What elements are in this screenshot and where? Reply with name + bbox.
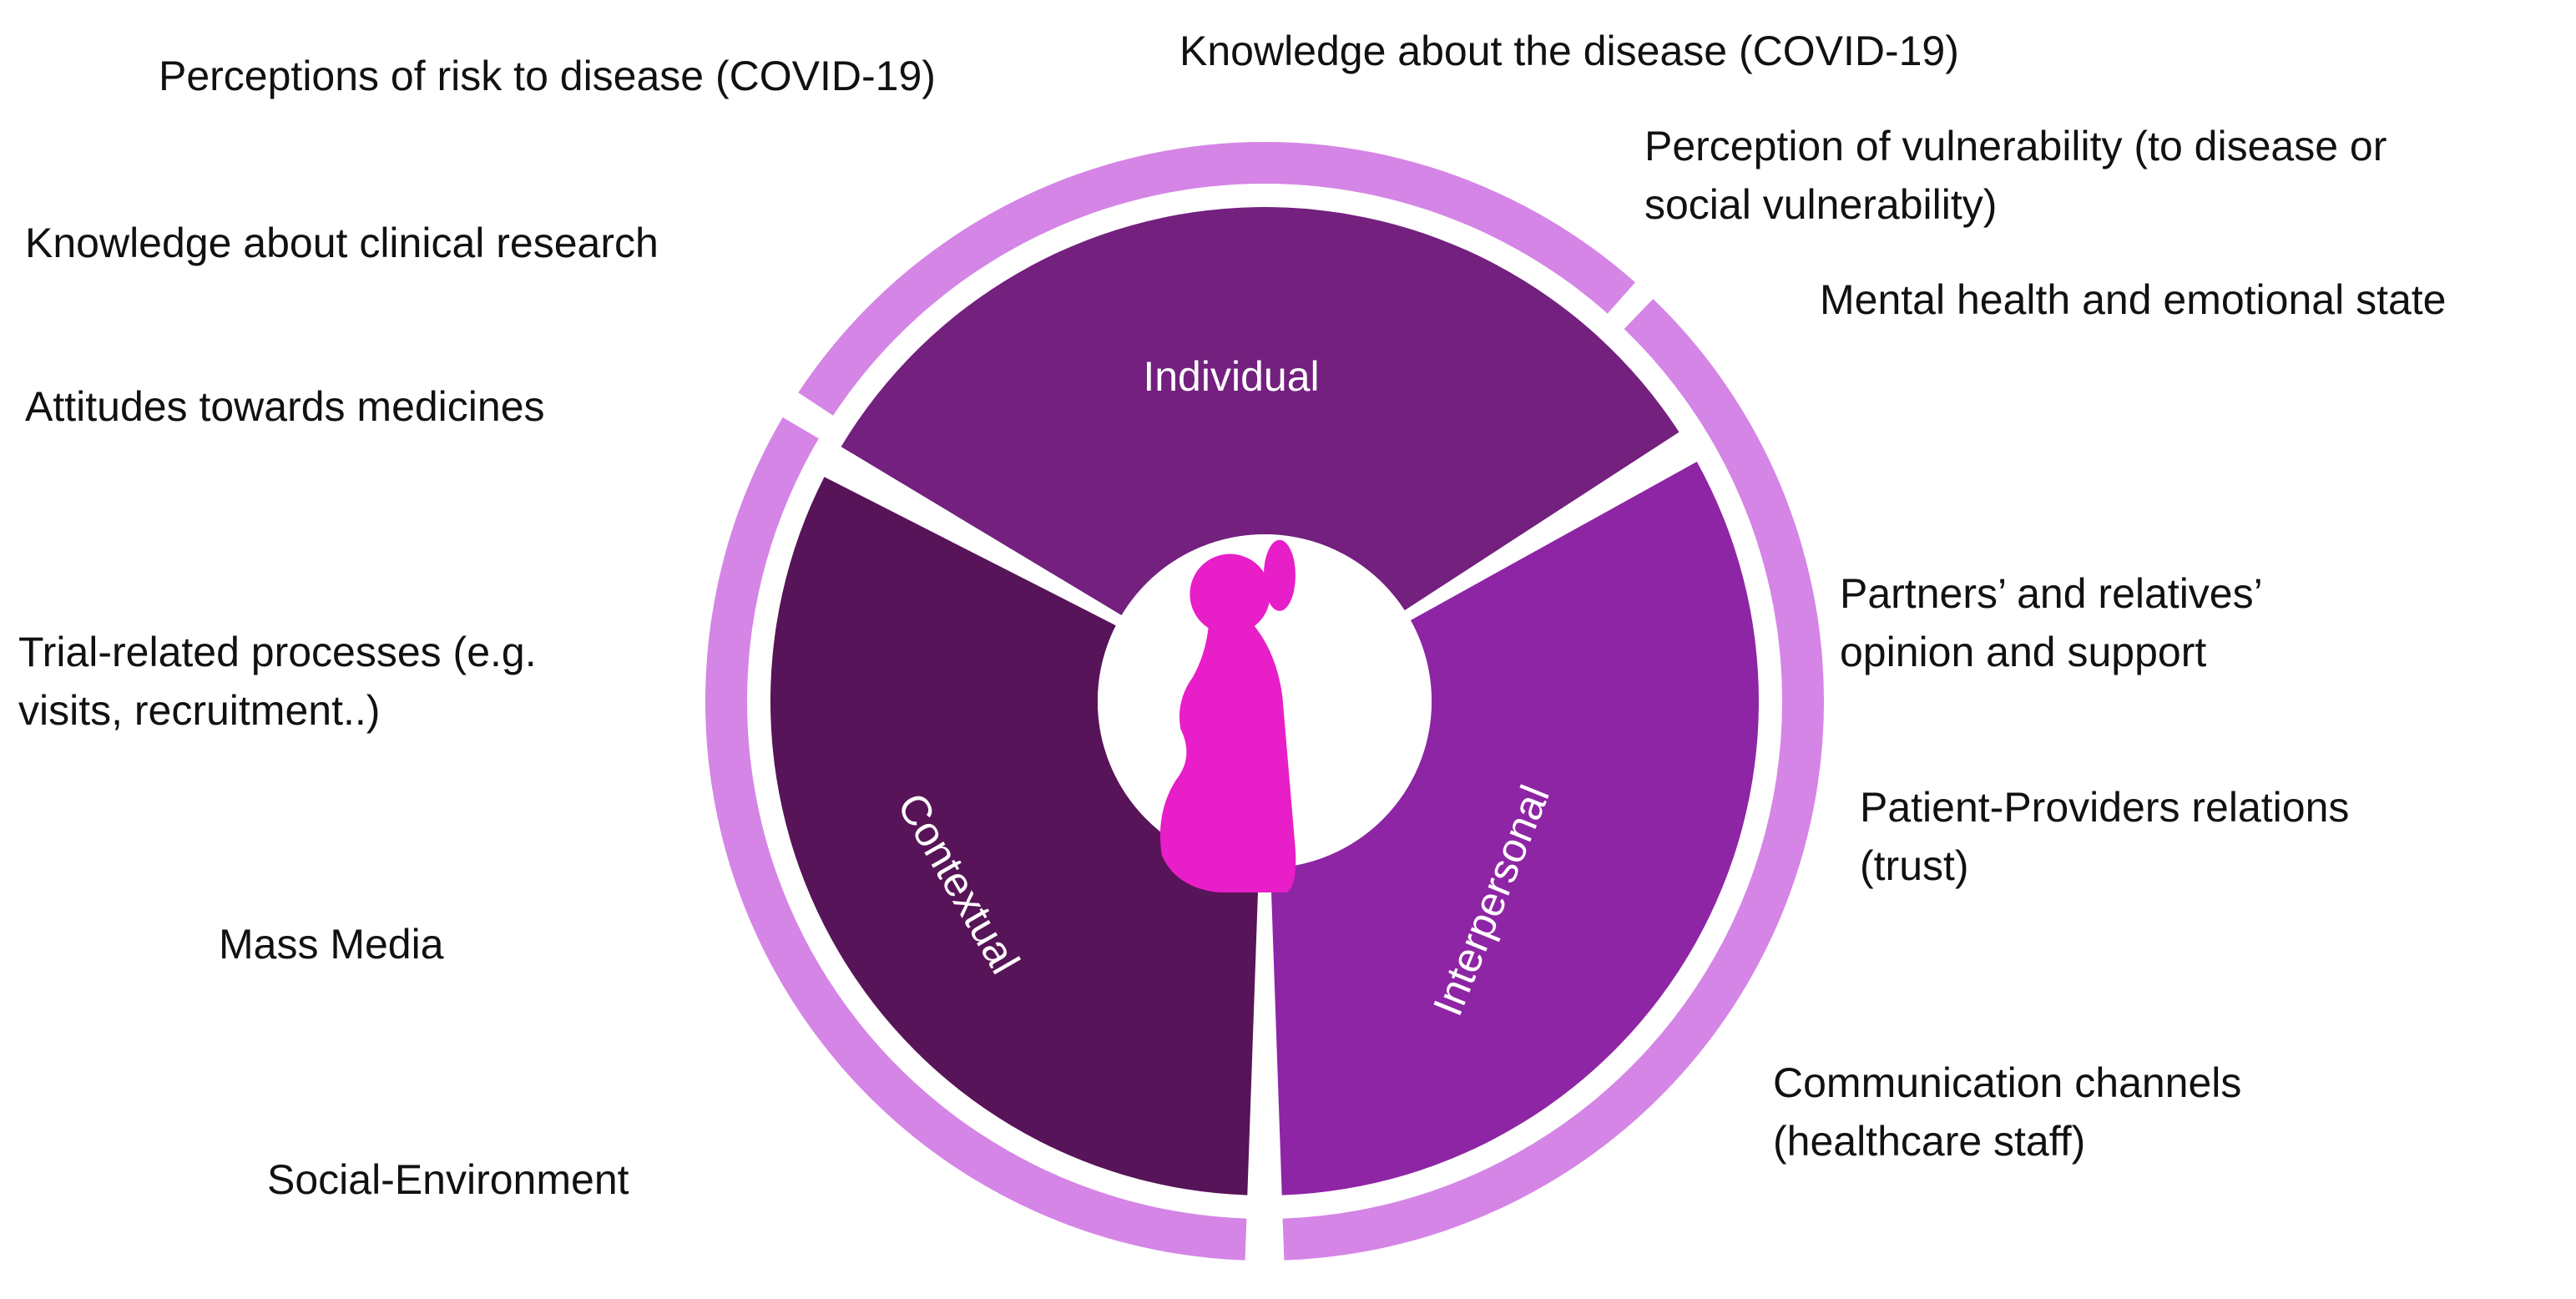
outer-ring bbox=[705, 141, 1825, 1261]
figure-body bbox=[1159, 625, 1296, 892]
factor-line: Knowledge about clinical research bbox=[25, 220, 659, 266]
factor-line: Perceptions of risk to disease (COVID-19… bbox=[159, 53, 936, 99]
factor-line: Social-Environment bbox=[267, 1156, 629, 1203]
factor-patient-providers-relations: Patient-Providers relations (trust) bbox=[1860, 778, 2349, 895]
factor-knowledge-about-disease: Knowledge about the disease (COVID-19) bbox=[1179, 22, 1959, 80]
factor-line: Communication channels bbox=[1773, 1059, 2242, 1106]
factor-line: Perception of vulnerability (to disease … bbox=[1644, 123, 2387, 169]
factor-line: Attitudes towards medicines bbox=[25, 383, 545, 430]
factor-line: Knowledge about the disease (COVID-19) bbox=[1179, 28, 1959, 74]
factor-attitudes-towards-medicines: Attitudes towards medicines bbox=[25, 377, 545, 436]
factor-line: Mass Media bbox=[219, 921, 444, 968]
factor-social-environment: Social-Environment bbox=[267, 1150, 629, 1209]
inner-ring bbox=[770, 207, 1759, 1195]
factor-line: social vulnerability) bbox=[1644, 181, 1998, 228]
factor-line: Partners’ and relatives’ bbox=[1840, 570, 2263, 617]
outer-ring-segment-individual bbox=[798, 141, 1635, 416]
factor-line: visits, recruitment..) bbox=[18, 687, 381, 734]
outer-ring-segment-contextual bbox=[705, 417, 1247, 1261]
factor-line: opinion and support bbox=[1840, 629, 2207, 675]
factor-line: (trust) bbox=[1860, 842, 1969, 889]
figure-ponytail bbox=[1263, 539, 1296, 611]
pregnant-woman-silhouette-icon bbox=[1159, 539, 1296, 892]
factor-perception-of-vulnerability: Perception of vulnerability (to disease … bbox=[1644, 117, 2387, 234]
factor-partners-and-relatives: Partners’ and relatives’ opinion and sup… bbox=[1840, 564, 2263, 681]
factor-line: Mental health and emotional state bbox=[1820, 276, 2447, 323]
segment-contextual bbox=[770, 477, 1259, 1195]
factor-line: Patient-Providers relations bbox=[1860, 784, 2350, 831]
factor-line: (healthcare staff) bbox=[1773, 1118, 2086, 1165]
factor-knowledge-about-clinical-research: Knowledge about clinical research bbox=[25, 214, 659, 272]
segment-interpersonal bbox=[1270, 462, 1759, 1195]
factor-line: Trial-related processes (e.g. bbox=[18, 629, 537, 675]
factor-mental-health: Mental health and emotional state bbox=[1820, 270, 2447, 329]
factor-trial-related-processes: Trial-related processes (e.g. visits, re… bbox=[18, 623, 537, 740]
segment-label-individual: Individual bbox=[1143, 353, 1319, 400]
figure-head bbox=[1190, 553, 1270, 634]
factor-mass-media: Mass Media bbox=[219, 915, 444, 973]
factor-perceptions-of-risk: Perceptions of risk to disease (COVID-19… bbox=[159, 47, 936, 105]
segment-individual bbox=[841, 207, 1679, 615]
factor-communication-channels: Communication channels (healthcare staff… bbox=[1773, 1054, 2241, 1170]
outer-ring-segment-interpersonal bbox=[1282, 299, 1825, 1261]
